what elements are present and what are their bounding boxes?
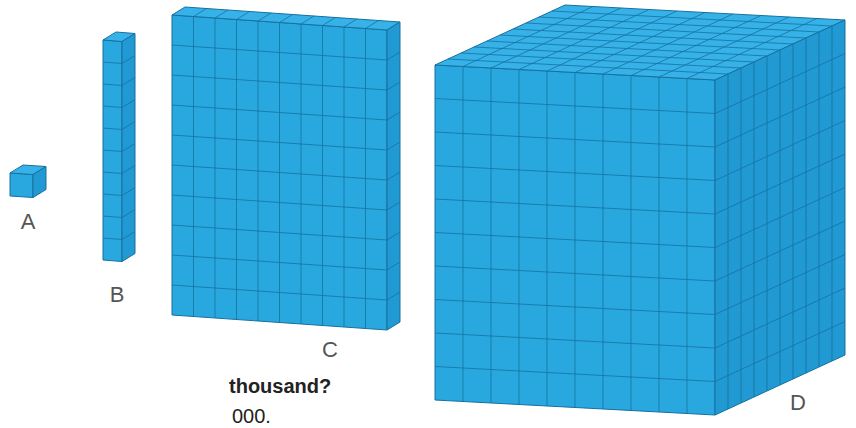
- grid-line: [366, 21, 379, 29]
- grid-line: [172, 105, 387, 120]
- grid-line: [122, 78, 135, 86]
- grid-line: [448, 59, 728, 74]
- unit-cube: [10, 165, 46, 198]
- thousand-cube: [435, 5, 845, 415]
- grid-line: [487, 41, 767, 56]
- grid-line: [172, 135, 387, 150]
- grid-line: [122, 232, 135, 240]
- grid-line: [435, 300, 715, 315]
- grid-line: [172, 225, 387, 240]
- block-face: [33, 167, 46, 198]
- grid-line: [103, 172, 122, 174]
- grid-line: [172, 75, 387, 90]
- grid-line: [103, 238, 122, 240]
- answer-text: 000.: [232, 406, 271, 426]
- block-letter: B: [110, 284, 125, 306]
- grid-line: [435, 266, 715, 281]
- grid-line: [500, 35, 780, 50]
- grid-line: [513, 29, 793, 44]
- grid-line: [172, 45, 387, 60]
- grid-line: [387, 112, 400, 120]
- question-text: thousand?: [229, 376, 331, 396]
- grid-line: [172, 165, 387, 180]
- grid-line: [461, 53, 741, 68]
- grid-line: [435, 333, 715, 348]
- grid-line: [435, 99, 715, 114]
- grid-line: [258, 13, 271, 21]
- grid-line: [387, 292, 400, 300]
- grid-line: [103, 150, 122, 152]
- grid-line: [715, 322, 845, 382]
- grid-line: [387, 172, 400, 180]
- grid-line: [194, 9, 207, 17]
- grid-line: [323, 18, 336, 26]
- grid-line: [387, 52, 400, 60]
- grid-line: [435, 367, 715, 382]
- grid-line: [715, 54, 845, 114]
- grid-line: [387, 202, 400, 210]
- block-letter: C: [322, 339, 338, 361]
- grid-line: [103, 106, 122, 108]
- block-face: [435, 65, 715, 415]
- grid-line: [172, 195, 387, 210]
- grid-line: [715, 188, 845, 248]
- block-letter: A: [21, 211, 36, 233]
- grid-line: [172, 255, 387, 270]
- grid-line: [474, 47, 754, 62]
- ten-rod: [103, 32, 135, 262]
- grid-line: [715, 255, 845, 315]
- grid-line: [122, 188, 135, 196]
- block-face: [172, 15, 387, 330]
- grid-line: [172, 285, 387, 300]
- block-letter: D: [790, 392, 806, 414]
- block-face: [103, 40, 122, 262]
- block-face: [387, 22, 400, 330]
- grid-line: [215, 10, 228, 18]
- grid-line: [387, 142, 400, 150]
- grid-line: [122, 122, 135, 130]
- block-face: [122, 34, 135, 262]
- grid-line: [715, 121, 845, 181]
- grid-line: [387, 232, 400, 240]
- block-face: [715, 20, 845, 415]
- grid-line: [387, 262, 400, 270]
- block-face: [10, 173, 33, 198]
- grid-line: [715, 288, 845, 348]
- grid-line: [715, 221, 845, 281]
- grid-line: [539, 17, 819, 32]
- grid-line: [237, 12, 250, 20]
- grid-line: [122, 56, 135, 64]
- grid-line: [552, 11, 832, 26]
- grid-line: [715, 154, 845, 214]
- hundred-flat: [172, 7, 400, 330]
- grid-line: [122, 100, 135, 108]
- grid-line: [387, 82, 400, 90]
- grid-line: [103, 216, 122, 218]
- grid-line: [435, 233, 715, 248]
- block-face: [172, 7, 400, 30]
- grid-line: [301, 16, 314, 24]
- grid-line: [344, 19, 357, 27]
- grid-line: [435, 166, 715, 181]
- grid-line: [103, 128, 122, 130]
- grid-line: [122, 144, 135, 152]
- grid-line: [122, 166, 135, 174]
- grid-line: [122, 210, 135, 218]
- grid-line: [280, 15, 293, 23]
- grid-line: [435, 132, 715, 147]
- grid-line: [103, 62, 122, 64]
- grid-line: [103, 84, 122, 86]
- grid-line: [715, 87, 845, 147]
- grid-line: [435, 199, 715, 214]
- grid-line: [103, 194, 122, 196]
- grid-line: [526, 23, 806, 38]
